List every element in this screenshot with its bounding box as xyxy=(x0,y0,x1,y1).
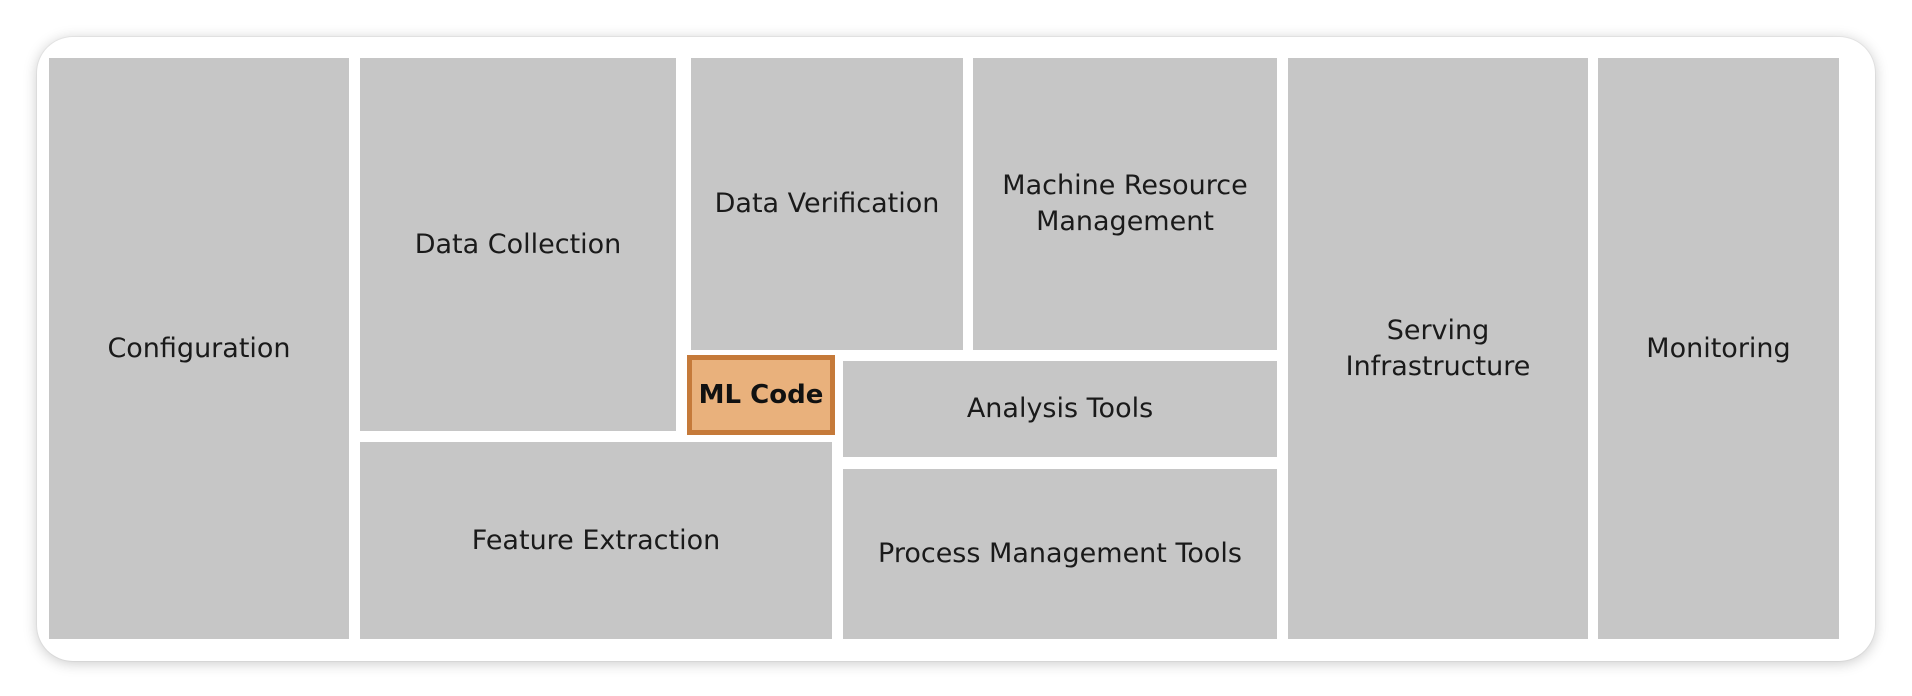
feature-extraction-block: Feature Extraction xyxy=(360,442,832,639)
machine-resource-management-block: Machine Resource Management xyxy=(973,58,1277,350)
serving-infrastructure-label: Serving Infrastructure xyxy=(1345,314,1531,382)
configuration-block: Configuration xyxy=(49,58,349,639)
data-collection-label: Data Collection xyxy=(414,228,622,260)
monitoring-label: Monitoring xyxy=(1646,332,1791,364)
process-management-tools-block: Process Management Tools xyxy=(843,469,1277,639)
ml-code-block: ML Code xyxy=(687,355,835,435)
machine-resource-management-label: Machine Resource Management xyxy=(1002,170,1248,237)
analysis-tools-label: Analysis Tools xyxy=(966,393,1154,424)
feature-extraction-label: Feature Extraction xyxy=(471,524,721,556)
data-verification-block: Data Verification xyxy=(691,58,963,350)
analysis-tools-block: Analysis Tools xyxy=(843,361,1277,457)
ml-code-label: ML Code xyxy=(698,380,824,410)
configuration-label: Configuration xyxy=(107,332,291,364)
serving-infrastructure-block: Serving Infrastructure xyxy=(1288,58,1588,639)
data-collection-block: Data Collection xyxy=(360,58,676,431)
monitoring-block: Monitoring xyxy=(1598,58,1839,639)
process-management-tools-label: Process Management Tools xyxy=(878,538,1242,569)
data-verification-label: Data Verification xyxy=(714,188,940,219)
